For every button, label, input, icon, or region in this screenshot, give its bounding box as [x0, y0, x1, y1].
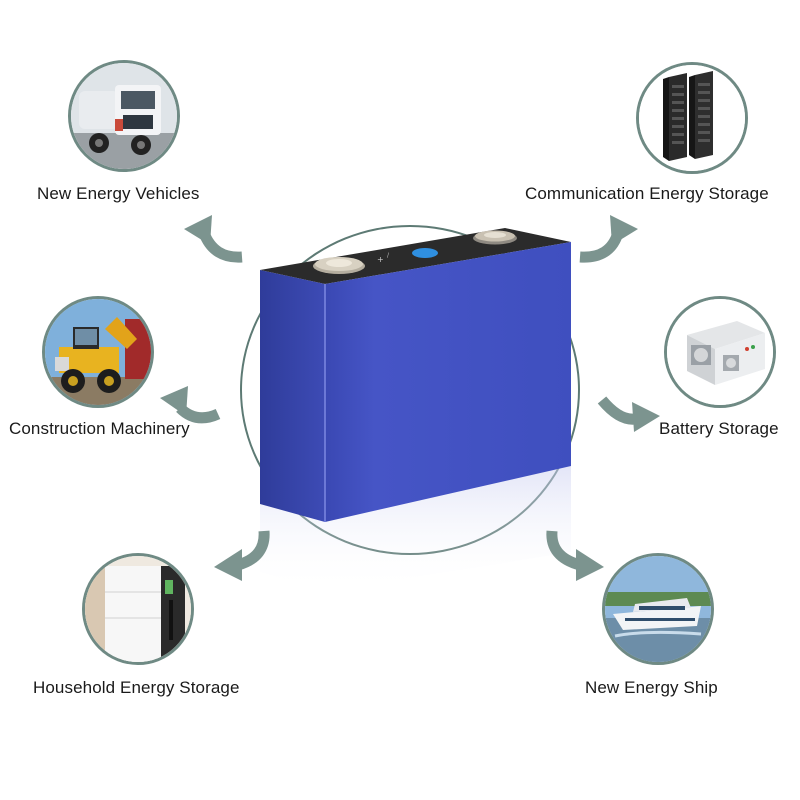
application-label: Battery Storage	[659, 419, 779, 438]
wall-battery-image	[82, 553, 194, 665]
curved-arrow-icon	[597, 396, 660, 432]
curved-arrow-icon	[214, 530, 270, 581]
application-label: Communication Energy Storage	[525, 184, 769, 203]
curved-arrow-icon	[579, 215, 638, 263]
battery-cell-image: + /	[260, 228, 571, 592]
application-label: New Energy Ship	[585, 678, 718, 697]
truck-image	[68, 60, 180, 172]
curved-arrow-icon	[546, 530, 604, 581]
application-label: Household Energy Storage	[33, 678, 240, 697]
application-label: Construction Machinery	[9, 419, 190, 438]
svg-text:+: +	[377, 255, 384, 264]
curved-arrow-icon	[160, 386, 221, 424]
battery-racks-image	[636, 62, 748, 174]
wheel-loader-image	[42, 296, 154, 408]
svg-text:/: /	[387, 252, 390, 259]
curved-arrow-icon	[184, 215, 243, 263]
storage-module-image	[664, 296, 776, 408]
yacht-image	[602, 553, 714, 665]
application-label: New Energy Vehicles	[37, 184, 200, 203]
